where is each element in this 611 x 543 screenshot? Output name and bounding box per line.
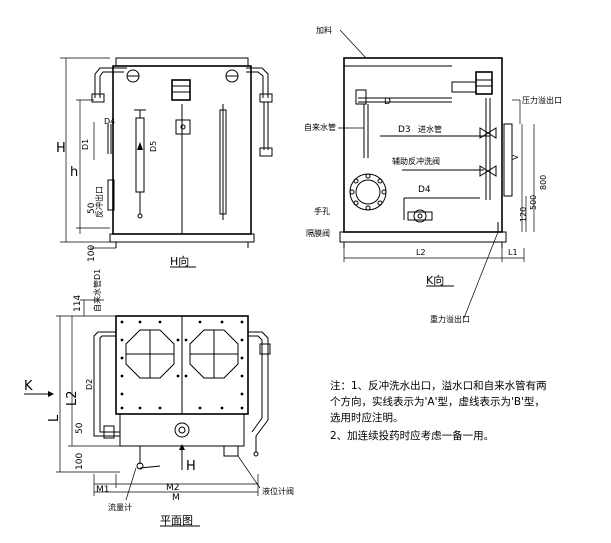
k-view-drain-valve bbox=[413, 209, 427, 223]
plan-dim-114: 114 bbox=[73, 295, 83, 312]
k-view-drain-valve-label: 隔膜阀 bbox=[306, 228, 330, 238]
plan-left-pipe-inner bbox=[99, 335, 120, 433]
plan-d2: D2 bbox=[85, 379, 94, 390]
k-view-d-fitting bbox=[355, 89, 367, 105]
h-view-right-pipe-inner bbox=[246, 71, 264, 98]
h-view-left-valve bbox=[91, 93, 105, 103]
note-line-3: 选用时应注明。 bbox=[330, 412, 404, 424]
plan-tap-water-label: 自来水管D1 bbox=[92, 269, 102, 312]
k-view-hand-hole-label: 手孔 bbox=[314, 206, 330, 216]
plan-right-valve bbox=[259, 343, 271, 355]
plan-level-gauge-leader bbox=[237, 455, 261, 489]
h-view-dim-50: 50 bbox=[87, 202, 97, 214]
h-view-left-pipe bbox=[94, 67, 127, 98]
h-view-motor bbox=[171, 79, 191, 101]
k-view-dim-v: V bbox=[511, 154, 520, 160]
k-view-base bbox=[339, 231, 507, 243]
h-view-right-pipe bbox=[246, 67, 269, 98]
plan-k-arrow-head bbox=[48, 391, 54, 397]
k-view-inlet-pipe-label: 进水管 bbox=[418, 124, 442, 134]
k-view-d3: D3 bbox=[398, 125, 411, 135]
k-view-gravity-outlet: 重力溢出口 bbox=[430, 314, 470, 324]
plan-center-motor-core bbox=[178, 426, 186, 434]
k-view-drain-valve-core bbox=[417, 213, 423, 219]
plan-center-motor bbox=[174, 422, 190, 438]
plan-view-title: 平面图 bbox=[160, 514, 193, 527]
k-view-add-material-leader bbox=[339, 29, 367, 59]
plan-dim-50: 50 bbox=[75, 422, 85, 434]
h-view-title: H向 bbox=[170, 254, 189, 268]
k-view-valve-lower bbox=[479, 165, 497, 177]
k-view-drain-body bbox=[407, 211, 433, 221]
note-line-4: 2、加连续投药时应考虑一备一用。 bbox=[330, 430, 495, 442]
k-view-backwash-aux: 辅助反冲洗阀 bbox=[392, 156, 440, 166]
h-view-flow-arrow bbox=[137, 142, 143, 150]
h-view bbox=[60, 57, 273, 249]
h-view-flowmeter-valve bbox=[137, 213, 143, 219]
k-view-d4: D4 bbox=[418, 185, 431, 195]
plan-right-pipe-inner bbox=[248, 335, 263, 433]
h-view-dim-h: h bbox=[70, 165, 78, 180]
plan-level-gauge-valve bbox=[223, 445, 239, 457]
plan-dim-l: L bbox=[47, 414, 62, 422]
k-view-pressure-outlet: 压力溢出口 bbox=[522, 95, 562, 105]
plan-dim-100: 100 bbox=[75, 453, 85, 470]
h-view-overflow-stub bbox=[107, 179, 115, 211]
k-view-title: K向 bbox=[426, 273, 444, 287]
k-view-pressure-tube bbox=[503, 123, 513, 197]
note-line-1: 注：1、反冲洗水出口，溢水口和自来水管有两 bbox=[330, 380, 547, 392]
h-view-d5: D5 bbox=[149, 141, 158, 152]
h-view-d1: D1 bbox=[81, 139, 90, 150]
plan-k-label: K bbox=[24, 379, 33, 394]
plan-dim-m2: M2 bbox=[166, 483, 180, 493]
plan-dim-m1: M1 bbox=[96, 485, 110, 495]
k-view-dim-l2-label: L2 bbox=[416, 248, 426, 257]
h-view-dim-100: 100 bbox=[87, 245, 97, 262]
plan-h-arrow-head bbox=[179, 444, 185, 450]
h-view-base bbox=[109, 233, 255, 243]
h-view-left-pipe-inner bbox=[99, 71, 124, 98]
h-view-overflow-outlet: 反冲出口 bbox=[94, 186, 104, 218]
h-view-control-knob bbox=[180, 124, 186, 130]
plan-view bbox=[24, 299, 271, 501]
h-view-lid bbox=[115, 57, 249, 67]
k-view-feeder bbox=[451, 81, 477, 93]
k-view-motor bbox=[475, 71, 493, 95]
h-view-d4: D4 bbox=[104, 117, 115, 126]
h-view-flowmeter bbox=[135, 117, 145, 193]
plan-lower-section bbox=[119, 413, 245, 447]
plan-dim-m: M bbox=[172, 493, 180, 503]
plan-left-pipe bbox=[93, 331, 120, 437]
k-view-gravity-leader bbox=[463, 231, 499, 319]
k-view-valve-upper bbox=[479, 127, 497, 139]
k-view bbox=[338, 29, 535, 319]
k-view-dim-120: 120 bbox=[519, 207, 528, 222]
plan-left-valve bbox=[103, 425, 115, 439]
plan-dim-l2: L2 bbox=[65, 390, 80, 406]
plan-tank-bolts bbox=[120, 320, 244, 410]
note-line-2: 个方向，实线表示为'A'型，虚线表示为'B'型， bbox=[330, 396, 545, 408]
plan-right-pipe bbox=[248, 331, 269, 437]
plan-flow-meter: 流量计 bbox=[108, 502, 132, 512]
plan-h-label: H bbox=[186, 459, 196, 474]
k-view-hand-hole-inner bbox=[355, 179, 381, 205]
k-view-d: D bbox=[384, 97, 391, 107]
plan-lid-right bbox=[189, 329, 239, 379]
k-view-hand-hole-bolts bbox=[349, 173, 387, 211]
plan-right-stub-valve bbox=[253, 451, 259, 457]
k-view-tap-water-pipe: 自来水管 bbox=[304, 122, 336, 132]
h-view-right-valve-top bbox=[259, 93, 273, 103]
k-view-dim-500: 500 bbox=[529, 195, 538, 210]
h-view-right-valve-bottom bbox=[259, 147, 273, 157]
plan-level-gauge: 液位计阀 bbox=[262, 486, 294, 496]
h-view-control-box bbox=[175, 119, 191, 135]
k-view-dim-800: 800 bbox=[539, 175, 548, 190]
plan-lid-left bbox=[125, 329, 175, 379]
plan-flowmeter bbox=[136, 462, 144, 470]
k-view-dim-l1-label: L1 bbox=[508, 248, 518, 257]
plan-flowmeter-branch bbox=[139, 465, 161, 469]
h-view-dim-H: H bbox=[56, 141, 66, 156]
k-view-add-material: 加料 bbox=[316, 25, 332, 35]
